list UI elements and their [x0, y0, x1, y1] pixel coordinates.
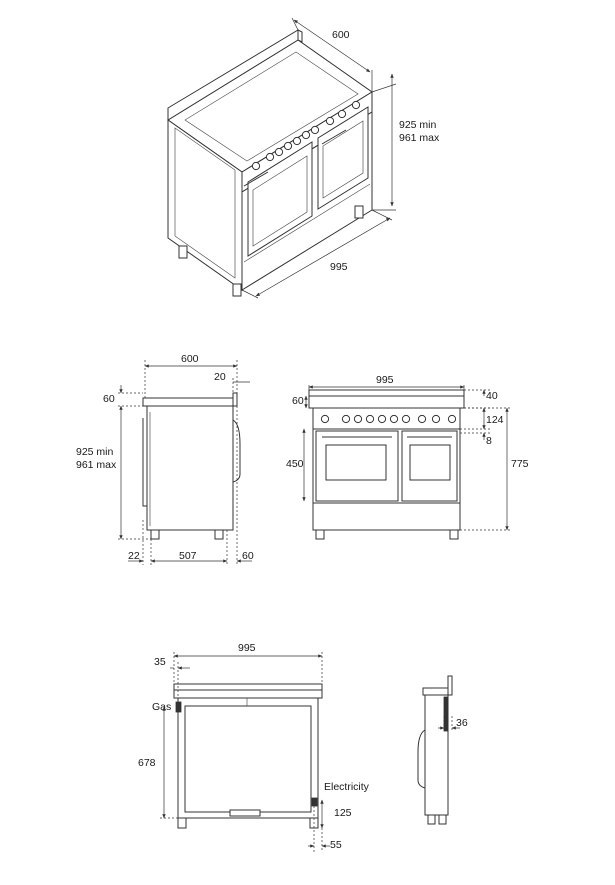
front-foot-left	[315, 529, 325, 540]
iso-left-oven-window	[252, 155, 308, 247]
side-height-min-label: 925 min	[76, 446, 114, 458]
front-foot-right	[449, 529, 459, 540]
iso-height-min-label: 925 min	[399, 119, 437, 131]
side-rear-gap-label: 22	[128, 550, 140, 562]
front-worktop	[308, 395, 465, 409]
front-view: 995 60 450 40 124 8 775	[286, 374, 529, 540]
side-foot-rear	[214, 529, 224, 540]
iso-knobs	[251, 100, 361, 171]
side-front-depth-label: 60	[242, 550, 254, 562]
side-door-handle	[232, 419, 241, 483]
side-top-overhang-label: 20	[214, 371, 226, 383]
side-backguard	[232, 392, 238, 407]
front-backguard-label: 40	[486, 390, 498, 402]
rear-side-foot-front	[427, 814, 436, 825]
gas-label: Gas	[152, 701, 171, 713]
electricity-label: Electricity	[324, 781, 370, 793]
rear-side-body	[424, 694, 449, 816]
iso-right-oven-door	[317, 106, 369, 210]
iso-side-panel-line	[174, 127, 236, 279]
side-depth-label: 600	[181, 353, 199, 365]
iso-depth-label: 600	[332, 29, 350, 41]
rear-vent	[229, 809, 261, 817]
front-oven-height-label: 450	[286, 458, 304, 470]
isometric-view: 600 925 min 961 max 995	[167, 17, 440, 299]
iso-feet	[178, 205, 364, 297]
front-panel-label: 124	[486, 414, 504, 426]
side-foot-front	[150, 529, 160, 540]
rear-panel	[184, 705, 312, 813]
front-backguard	[308, 389, 465, 397]
front-right-oven-window	[409, 444, 451, 481]
gas-height-label: 678	[138, 757, 156, 769]
electricity-height-label: 125	[334, 807, 352, 819]
gas-connection-icon	[175, 701, 182, 713]
front-worktop-label: 60	[292, 395, 304, 407]
iso-height-max-label: 961 max	[399, 132, 440, 144]
iso-width-label: 995	[330, 261, 348, 273]
rear-side-door-handle	[417, 729, 426, 789]
rear-side-view: 36	[417, 675, 468, 825]
front-knobs	[320, 414, 457, 424]
side-view: 600 20 60 925 min 961 max 22 507 60	[76, 353, 254, 565]
side-height-max-label: 961 max	[76, 459, 117, 471]
rear-side-backguard	[447, 675, 453, 696]
electricity-offset-label: 55	[330, 839, 342, 851]
rear-view: 995 35 Gas 678 Electricity 125 55	[138, 642, 370, 852]
rear-width-label: 995	[238, 642, 256, 654]
rear-top-panel	[173, 683, 323, 699]
rear-side-gas-depth-label: 36	[456, 717, 468, 729]
rear-side-foot-rear	[438, 814, 447, 825]
front-width-label: 995	[376, 374, 394, 386]
iso-right-oven-window	[322, 120, 364, 199]
rear-side-worktop	[422, 687, 451, 696]
side-body-depth-label: 507	[179, 550, 197, 562]
side-worktop-label: 60	[103, 393, 115, 405]
side-body	[146, 405, 234, 531]
front-total-height-label: 775	[511, 458, 529, 470]
rear-side-offset-label: 35	[154, 656, 166, 668]
rear-foot-left	[177, 817, 187, 829]
side-worktop	[142, 397, 238, 407]
side-front-panel	[142, 418, 147, 507]
iso-left-door-handle	[243, 171, 269, 187]
front-left-oven-window	[325, 444, 387, 481]
rear-side-gas-pipe-icon	[443, 696, 449, 732]
iso-backguard-end	[297, 29, 303, 43]
iso-right-door-handle	[321, 129, 347, 145]
iso-cooktop-glass	[184, 51, 359, 162]
front-gap-label: 8	[486, 435, 492, 447]
electricity-connection-icon	[311, 797, 318, 807]
rear-body	[177, 697, 319, 819]
